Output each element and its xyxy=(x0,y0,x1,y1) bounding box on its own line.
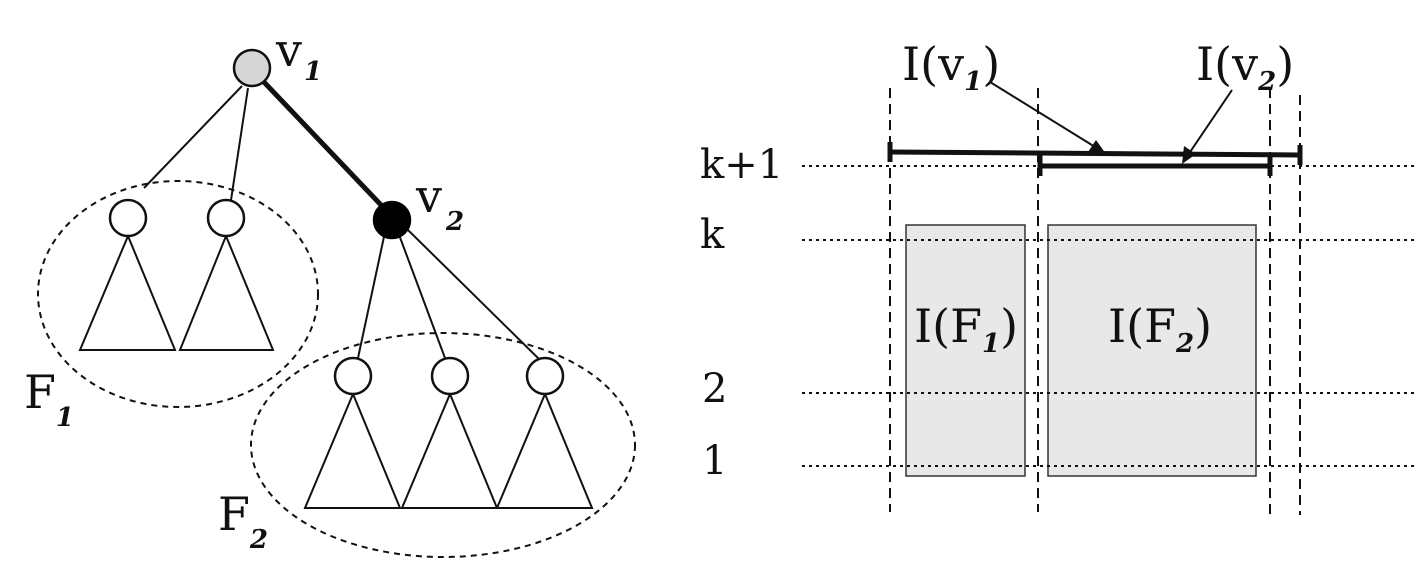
forest2-ellipse xyxy=(250,332,636,558)
label-iv2: I(v2) xyxy=(1196,37,1294,97)
subtree-f2-c xyxy=(495,391,594,509)
interval-diagram: k+1 k 2 1 I(v1) I(v2) I(F1) I( xyxy=(700,37,1415,520)
box-if2 xyxy=(1047,224,1257,477)
node-f2-b xyxy=(430,356,470,396)
label-iv1: I(v1) xyxy=(902,37,1000,97)
node-f1-b xyxy=(206,198,246,238)
subtree-f1-a xyxy=(78,233,177,351)
node-f2-c xyxy=(525,356,565,396)
node-v1 xyxy=(232,48,272,88)
label-f2: F2 xyxy=(218,487,268,555)
subtree-f1-b xyxy=(178,233,275,351)
label-v1: v1 xyxy=(275,23,322,87)
row-label-k: k xyxy=(700,212,725,258)
arrow-iv2-head xyxy=(1182,146,1196,164)
arrow-iv1 xyxy=(989,81,1101,151)
arrow-iv1-head xyxy=(1088,140,1106,154)
label-f1: F1 xyxy=(24,365,74,433)
box-if1 xyxy=(905,224,1026,477)
subtree-f2-b xyxy=(400,391,499,509)
row-label-k-plus-1: k+1 xyxy=(700,142,783,188)
node-f1-a xyxy=(108,198,148,238)
subtree-f2-a xyxy=(303,391,402,509)
interval-iv1 xyxy=(889,149,1301,158)
row-label-1: 1 xyxy=(702,438,727,484)
arrow-iv2 xyxy=(1185,89,1233,159)
edge-v2-a xyxy=(357,231,386,359)
label-if1: I(F1) xyxy=(914,299,1018,359)
edge-root-child2 xyxy=(230,87,249,201)
row-label-2: 2 xyxy=(702,366,727,412)
forest1-ellipse xyxy=(37,180,319,408)
label-if2: I(F2) xyxy=(1108,299,1212,359)
edge-root-v2 xyxy=(260,78,384,208)
node-f2-a xyxy=(333,356,373,396)
edge-v2-b xyxy=(397,231,446,359)
node-v2 xyxy=(372,200,412,240)
edge-root-child1 xyxy=(143,85,243,189)
edge-v2-c xyxy=(407,229,541,361)
